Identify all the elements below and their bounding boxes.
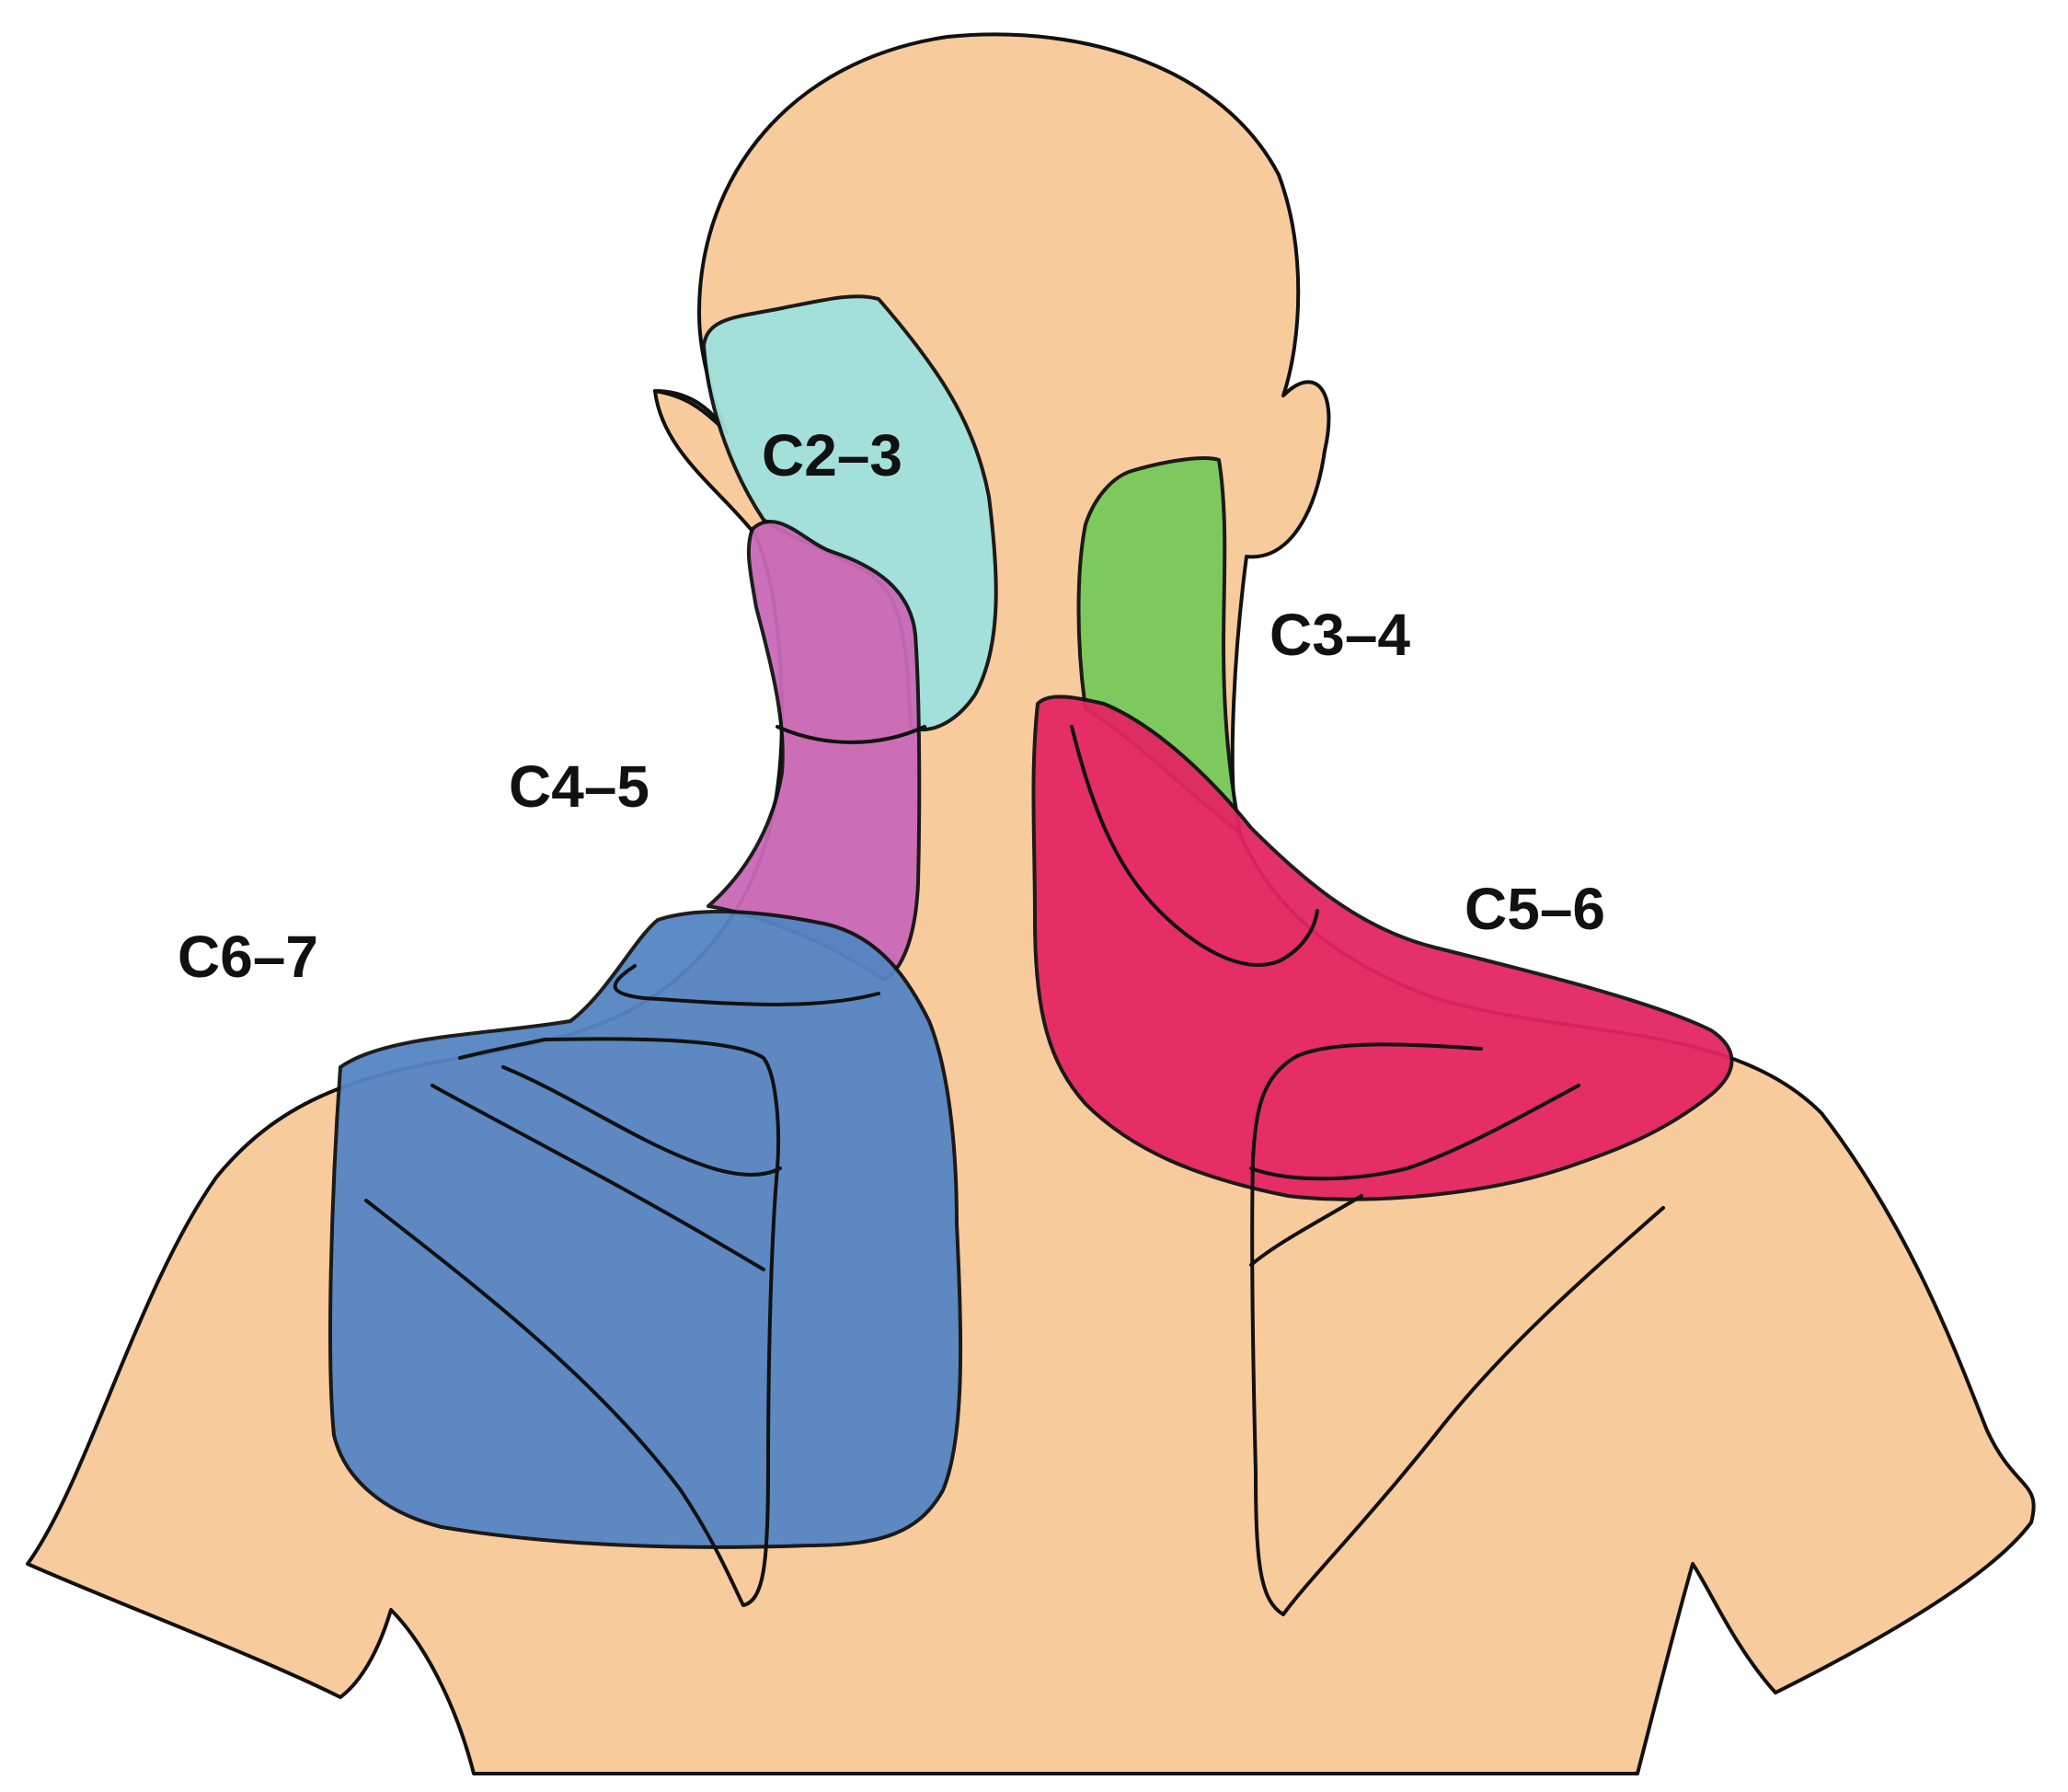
label-c5-6: C5–6	[1465, 876, 1605, 942]
right-scapula-top-line	[1251, 1042, 1483, 1161]
left-shoulder-detail-line	[458, 1038, 546, 1060]
c4-5-neck-crease-line	[776, 725, 926, 744]
region-c6-7[interactable]	[328, 909, 963, 1549]
right-scapula-lower-line	[1250, 1157, 1665, 1616]
label-c2-3: C2–3	[762, 422, 902, 488]
label-c4-5: C4–5	[509, 753, 649, 820]
label-c6-7: C6–7	[178, 924, 318, 990]
right-scapula-spine-line	[1249, 1194, 1363, 1267]
left-scapula-lower-line	[364, 1166, 779, 1607]
region-c5-6[interactable]	[1031, 695, 1734, 1201]
c5-6-trapezius-fold-line	[1070, 725, 1319, 967]
left-scapula-top-line	[543, 1037, 781, 1170]
right-scapula-inner-line	[1249, 1084, 1580, 1181]
left-scapula-inner-line	[501, 1065, 782, 1177]
body-silhouette	[26, 32, 2036, 1775]
left-scapula-ridge-line	[431, 1084, 765, 1271]
label-c3-4: C3–4	[1270, 602, 1410, 668]
c6-7-upper-contour-line	[613, 964, 880, 1006]
